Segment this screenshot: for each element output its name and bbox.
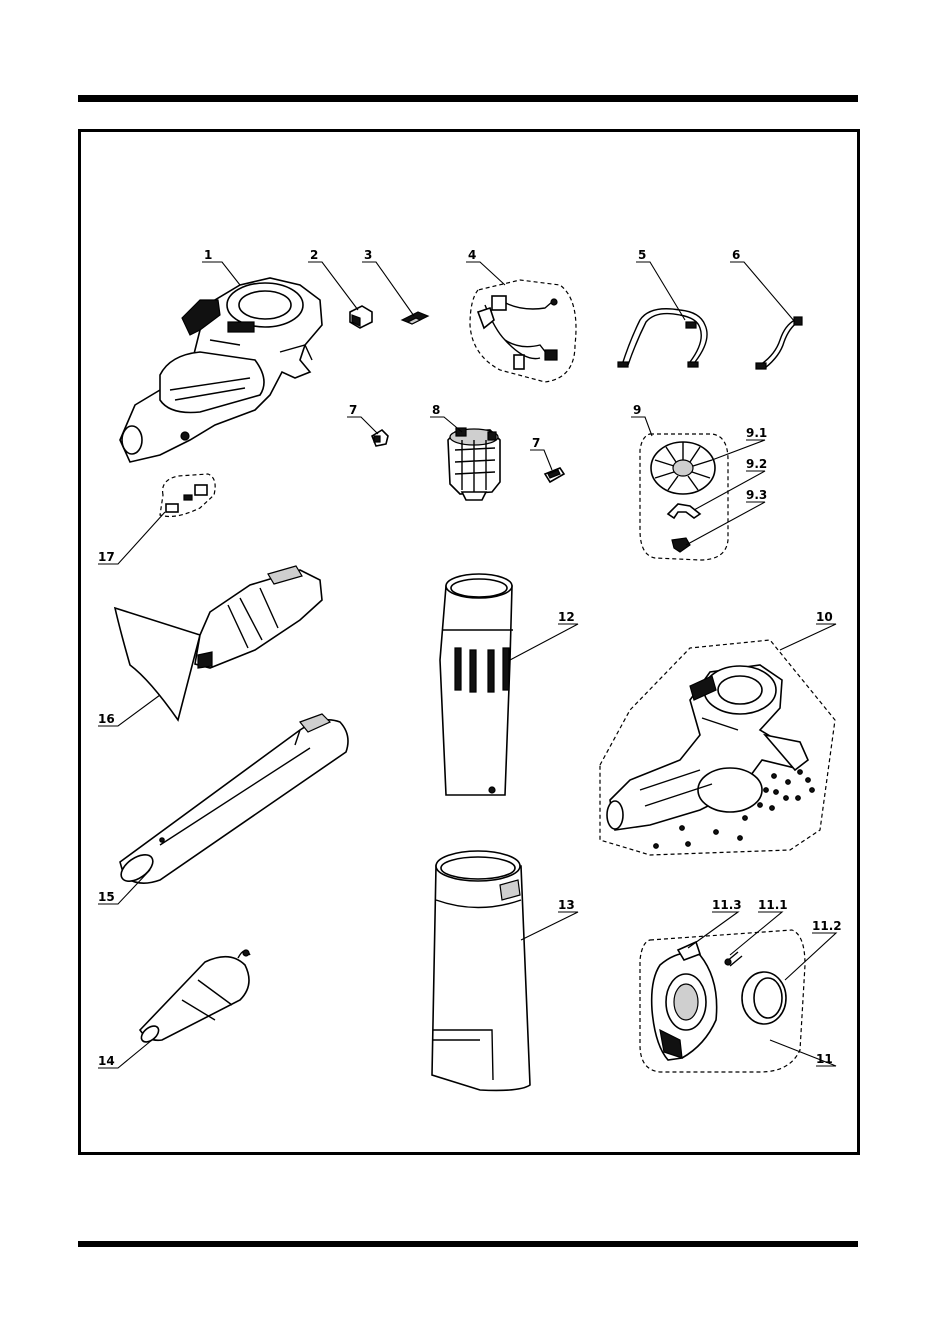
- callout-9-3: 9.3: [746, 488, 767, 502]
- callout-11-3: 11.3: [712, 898, 742, 912]
- part-7-brush-holder-left: [372, 430, 388, 446]
- part-4-switch-wiring: [470, 280, 576, 382]
- callout-3: 3: [364, 248, 372, 262]
- callout-7-right: 7: [532, 436, 540, 450]
- part-7-brush-holder-right: [545, 468, 564, 482]
- part-5-wire-loop: [618, 309, 707, 367]
- callout-13: 13: [558, 898, 575, 912]
- callout-17: 17: [98, 550, 115, 564]
- part-11-adaptor-group: [640, 930, 805, 1072]
- callout-9-1: 9.1: [746, 426, 767, 440]
- callout-12: 12: [558, 610, 575, 624]
- part-8-motor: [448, 428, 500, 500]
- callout-10: 10: [816, 610, 833, 624]
- part-13-lower-tube: [432, 851, 530, 1090]
- callout-4: 4: [468, 248, 476, 262]
- part-15-long-tube: [117, 714, 348, 887]
- callout-7-left: 7: [349, 403, 357, 417]
- part-6-wire: [756, 317, 802, 369]
- callout-16: 16: [98, 712, 115, 726]
- callout-9: 9: [633, 403, 641, 417]
- part-1-housing: [120, 278, 322, 462]
- part-14-small-nozzle: [138, 950, 250, 1045]
- part-12-upper-tube: [440, 574, 513, 795]
- callout-11-2: 11.2: [812, 919, 842, 933]
- callout-1: 1: [204, 248, 212, 262]
- callout-2: 2: [310, 248, 318, 262]
- part-16-scraper-nozzle: [115, 566, 322, 720]
- callout-8: 8: [432, 403, 440, 417]
- part-3-clip: [402, 312, 428, 324]
- callout-15: 15: [98, 890, 115, 904]
- callout-11: 11: [816, 1052, 833, 1066]
- part-2-block: [350, 306, 372, 328]
- callout-9-2: 9.2: [746, 457, 767, 471]
- part-9-fan-group: [640, 434, 728, 560]
- callout-5: 5: [638, 248, 646, 262]
- callout-11-1: 11.1: [758, 898, 788, 912]
- callout-14: 14: [98, 1054, 115, 1068]
- part-10-housing-assembly: [600, 640, 835, 855]
- part-17-brush-set: [160, 474, 215, 516]
- callout-6: 6: [732, 248, 740, 262]
